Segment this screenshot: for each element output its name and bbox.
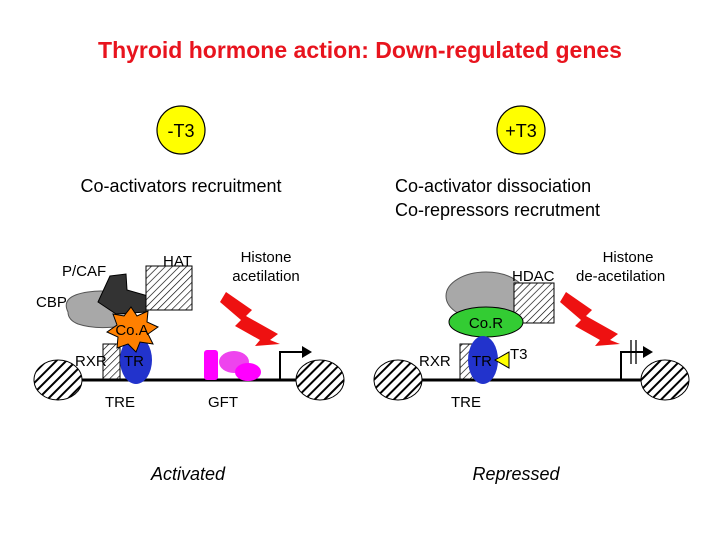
repressed-label: Repressed — [472, 464, 560, 484]
plus-t3-label: +T3 — [505, 121, 537, 141]
cbp-label: CBP — [36, 294, 67, 311]
minus-t3-label: -T3 — [168, 121, 195, 141]
cor-label: Co.R — [469, 315, 503, 332]
transcription-start-arrow-left — [279, 351, 302, 380]
coactivators-heading: Co-activators recruitment — [80, 176, 281, 196]
gft-bar — [204, 350, 218, 380]
nucleosome-left-2 — [295, 359, 345, 401]
lightning-bolt-right — [560, 292, 620, 346]
transcription-start-arrow-right — [620, 351, 643, 380]
histone-label-left-2: acetilation — [232, 268, 300, 285]
nucleosome-right-1 — [373, 359, 423, 401]
rxr-label-left: RXR — [75, 353, 107, 370]
left-panel: -T3 Co-activators recruitment RXR TR Co.… — [33, 105, 345, 484]
tre-label-right: TRE — [451, 394, 481, 411]
hdac-hatched-box — [513, 282, 555, 324]
nucleosome-left-1 — [33, 359, 83, 401]
rxr-label-right: RXR — [419, 353, 451, 370]
corepressors-heading: Co-repressors recrutment — [395, 200, 600, 220]
t3-label: T3 — [510, 346, 528, 363]
gft-label: GFT — [208, 394, 238, 411]
t3-triangle — [493, 351, 510, 369]
pcaf-label: P/CAF — [62, 263, 106, 280]
tr-label-left: TR — [124, 353, 144, 370]
histone-label-right: Histone — [603, 249, 654, 266]
hat-box — [145, 265, 193, 311]
deacetilation-label: de-acetilation — [576, 268, 665, 285]
lightning-bolt-left — [220, 292, 280, 346]
tr-label-right: TR — [472, 353, 492, 370]
arrowhead-left — [302, 346, 312, 358]
coa-label: Co.A — [115, 322, 148, 339]
rxr-box-left — [102, 343, 121, 380]
arrowhead-right — [643, 346, 653, 358]
tr-shape-right — [468, 336, 498, 384]
page-title: Thyroid hormone action: Down-regulated g… — [98, 37, 622, 63]
coactivator-dissociation-heading: Co-activator dissociation — [395, 176, 591, 196]
tre-label-left: TRE — [105, 394, 135, 411]
gft-blob-2 — [235, 363, 261, 381]
nucleosome-right-2 — [640, 359, 690, 401]
hat-label: HAT — [163, 253, 192, 270]
minus-t3-badge — [156, 105, 206, 155]
histone-label-left-1: Histone — [241, 249, 292, 266]
tr-shape-left — [120, 336, 152, 384]
plus-t3-badge — [496, 105, 546, 155]
hdac-label: HDAC — [512, 268, 555, 285]
coa-starburst — [105, 306, 160, 353]
activated-label: Activated — [150, 464, 226, 484]
right-panel: +T3 Co-activator dissociation Co-repress… — [373, 105, 690, 484]
